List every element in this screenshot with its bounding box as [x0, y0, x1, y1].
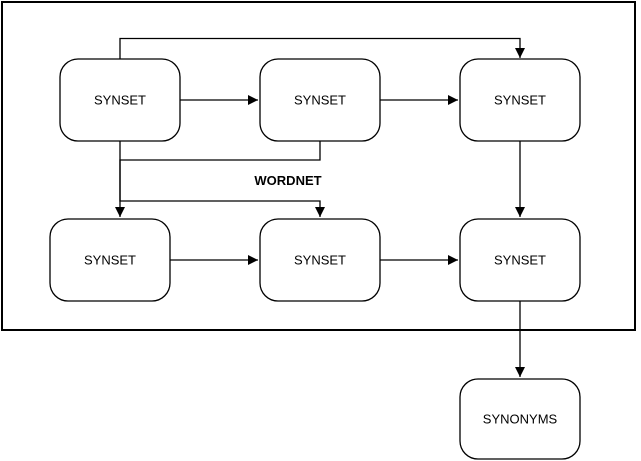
node-box: [459, 58, 581, 142]
node-synonyms: SYNONYMS: [459, 378, 581, 460]
node-box: [459, 218, 581, 302]
wordnet-container-box: [1, 1, 636, 331]
node-synset-top-right: SYNSET: [459, 58, 581, 142]
node-label: SYNSET: [494, 253, 546, 268]
node-synset-bottom-left: SYNSET: [49, 218, 171, 302]
node-synset-bottom-middle: SYNSET: [259, 218, 381, 302]
node-label: SYNONYMS: [483, 412, 558, 427]
node-box: [49, 218, 171, 302]
node-label: SYNSET: [94, 93, 146, 108]
wordnet-label: WORDNET: [254, 173, 321, 188]
node-box: [259, 58, 381, 142]
node-synset-top-left: SYNSET: [59, 58, 181, 142]
edge-topleft-to-topright-bypass: [119, 37, 525, 59]
node-box: [459, 378, 581, 460]
node-label: SYNSET: [294, 253, 346, 268]
node-synset-top-middle: SYNSET: [259, 58, 381, 142]
node-box: [259, 218, 381, 302]
node-label: SYNSET: [294, 93, 346, 108]
edge-topmiddle-to-bottomleft: [115, 141, 321, 217]
node-box: [59, 58, 181, 142]
node-synset-bottom-right: SYNSET: [459, 218, 581, 302]
node-label: SYNSET: [84, 253, 136, 268]
node-label: SYNSET: [494, 93, 546, 108]
